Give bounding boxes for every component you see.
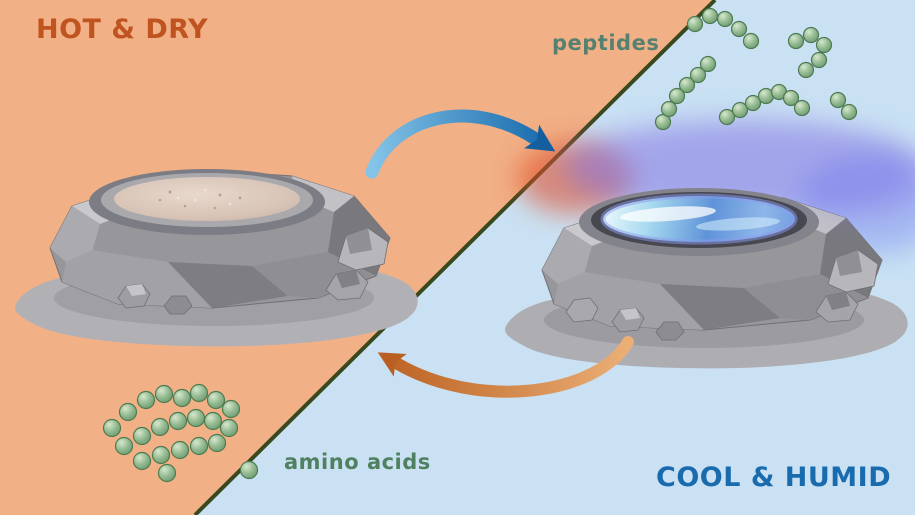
molecule-bead bbox=[787, 32, 805, 50]
molecule-bead bbox=[203, 411, 223, 431]
cool-humid-label: COOL & HUMID bbox=[656, 462, 892, 493]
molecule-bead bbox=[239, 460, 259, 480]
molecule-bead bbox=[660, 100, 678, 118]
molecule-bead bbox=[782, 89, 800, 107]
molecule-bead bbox=[802, 26, 820, 44]
molecule-bead bbox=[815, 36, 833, 54]
glow-overlay bbox=[808, 160, 915, 220]
rock-facet bbox=[168, 262, 288, 308]
molecule-bead bbox=[686, 15, 704, 33]
molecule-bead bbox=[797, 61, 815, 79]
molecule-bead bbox=[136, 390, 156, 410]
molecule-bead bbox=[132, 426, 152, 446]
molecule-bead bbox=[186, 408, 206, 428]
amino-acid-beads bbox=[102, 383, 259, 483]
molecule-bead bbox=[699, 55, 717, 73]
molecule-bead bbox=[742, 32, 760, 50]
water-surface bbox=[603, 196, 795, 242]
water-highlight bbox=[696, 217, 780, 231]
dried-residue-speckles bbox=[158, 188, 242, 210]
molecule-bead bbox=[718, 108, 736, 126]
molecule-bead bbox=[219, 418, 239, 438]
rock-facet bbox=[660, 284, 780, 330]
arrow-cool-to-hot bbox=[377, 336, 634, 398]
molecule-bead bbox=[793, 99, 811, 117]
molecule-bead bbox=[716, 10, 734, 28]
molecule-bead bbox=[118, 402, 138, 422]
wet-rock-pool bbox=[505, 160, 915, 369]
molecule-bead bbox=[207, 433, 227, 453]
molecule-bead bbox=[744, 94, 762, 112]
molecule-bead bbox=[654, 113, 672, 131]
molecule-bead bbox=[189, 383, 209, 403]
molecule-bead bbox=[678, 76, 696, 94]
molecule-bead bbox=[102, 418, 122, 438]
molecule-bead bbox=[730, 20, 748, 38]
amino-acids-label: amino acids bbox=[284, 450, 431, 474]
divider-line bbox=[193, 0, 717, 515]
molecule-bead bbox=[221, 399, 241, 419]
molecule-bead bbox=[150, 417, 170, 437]
molecule-bead bbox=[157, 463, 177, 483]
molecule-bead bbox=[154, 384, 174, 404]
arrow-hot-to-cool bbox=[365, 109, 556, 179]
molecule-bead bbox=[132, 451, 152, 471]
rock-facet bbox=[50, 206, 100, 262]
dried-residue-surface bbox=[114, 177, 300, 221]
molecule-bead bbox=[172, 388, 192, 408]
molecule-bead bbox=[840, 103, 858, 121]
front-boulders bbox=[117, 227, 389, 315]
molecule-bead bbox=[114, 436, 134, 456]
peptide-bead-chains bbox=[654, 7, 858, 131]
molecule-bead bbox=[689, 66, 707, 84]
molecule-bead bbox=[189, 436, 209, 456]
molecule-bead bbox=[731, 101, 749, 119]
molecule-bead bbox=[151, 445, 171, 465]
rock-facet bbox=[542, 228, 592, 284]
water-glow-ring bbox=[600, 193, 798, 245]
molecule-bead bbox=[170, 440, 190, 460]
molecule-bead bbox=[829, 91, 847, 109]
molecule-bead bbox=[668, 87, 686, 105]
rock-facet bbox=[62, 250, 212, 308]
peptides-label: peptides bbox=[552, 31, 660, 55]
molecule-bead bbox=[168, 411, 188, 431]
dry-rock-pool bbox=[15, 169, 418, 347]
molecule-bead bbox=[206, 390, 226, 410]
molecule-bead bbox=[810, 51, 828, 69]
molecule-bead bbox=[701, 7, 719, 25]
hot-dry-label: HOT & DRY bbox=[36, 14, 209, 45]
front-boulders bbox=[565, 249, 879, 341]
water-highlight bbox=[620, 206, 716, 222]
